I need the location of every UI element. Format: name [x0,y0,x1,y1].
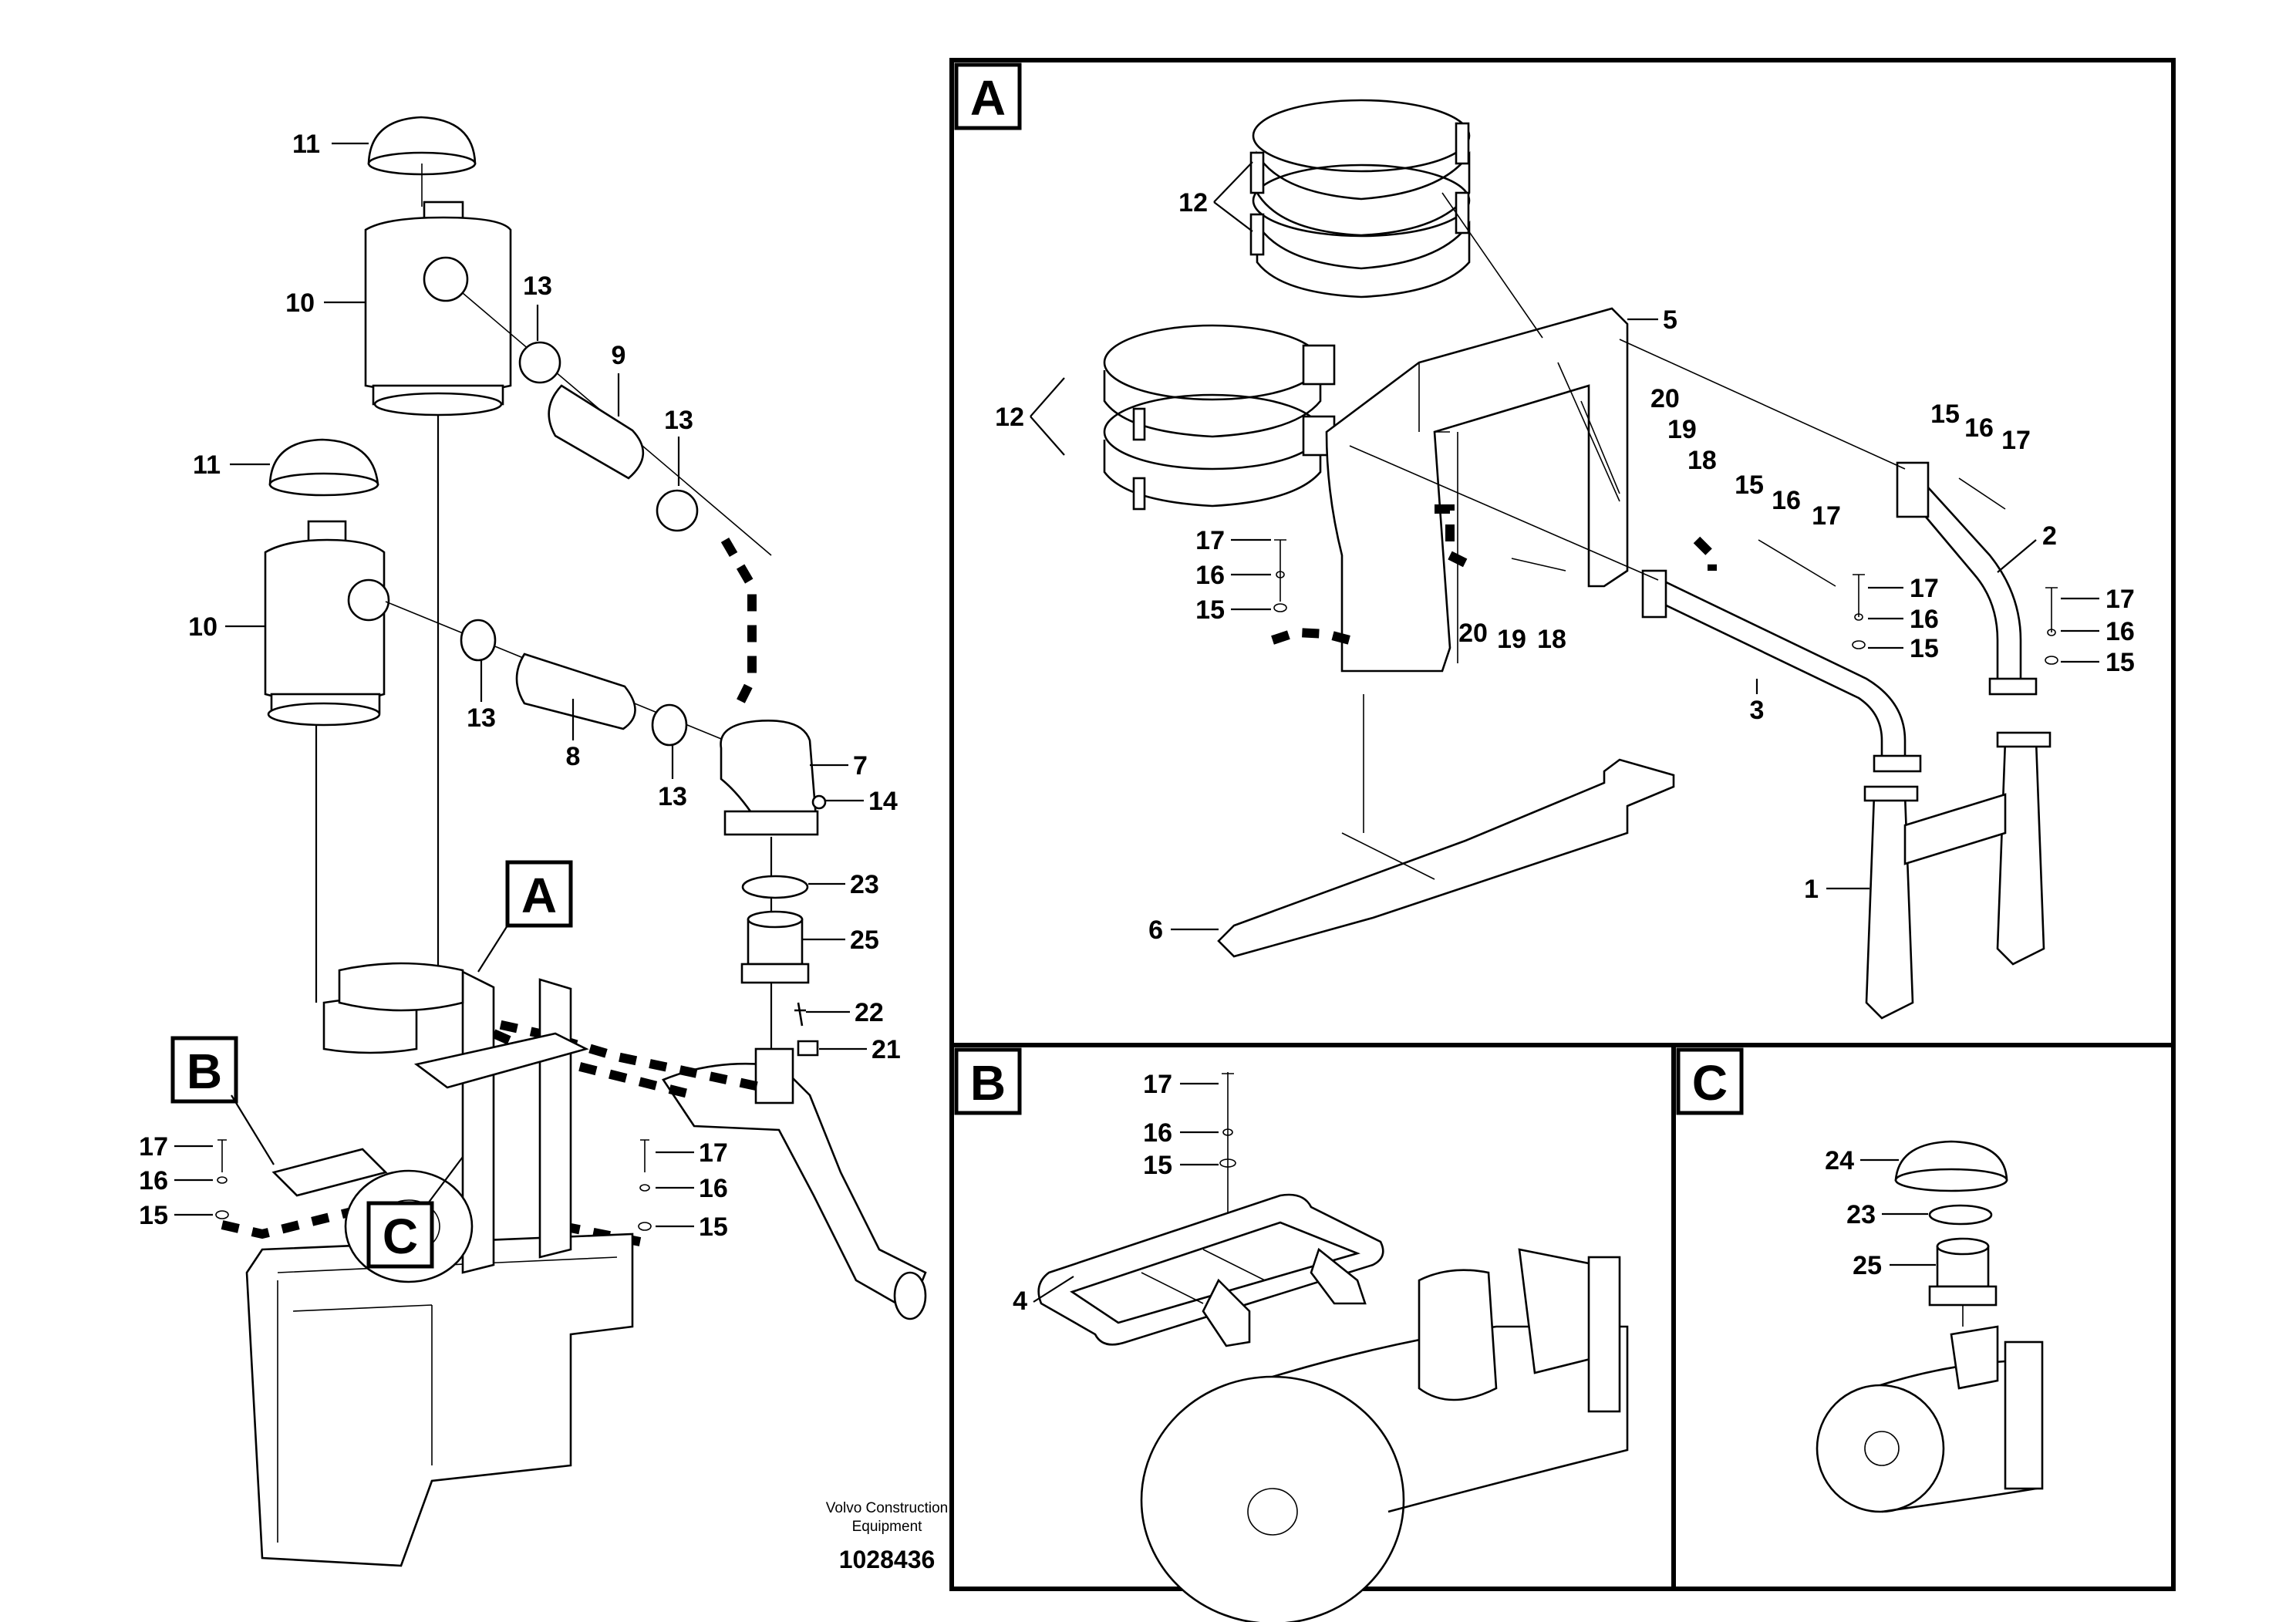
callout-25: 25 [1853,1251,1882,1280]
svg-text:B: B [187,1044,222,1099]
callout-14: 14 [868,787,898,816]
callout-16: 16 [2106,617,2135,646]
base-plate-6 [1217,758,1675,958]
callout-15: 15 [1910,634,1939,663]
air-filter-lower [264,538,386,704]
panel-b-callouts: 17 16 15 4 [1013,1070,1219,1316]
air-filter-upper [364,216,512,395]
callout-17: 17 [1910,574,1939,603]
callout-15: 15 [1195,595,1225,625]
callout-15: 15 [139,1201,168,1230]
callout-24: 24 [1825,1146,1854,1175]
air-cleaner-b [1140,1375,1405,1622]
svg-text:A: A [521,868,557,923]
pipe-3 [1657,576,1907,765]
callout-15: 15 [2106,648,2135,677]
callout-3: 3 [1750,696,1765,725]
elbow-7 [720,720,818,827]
callout-6: 6 [1148,916,1163,945]
callout-12: 12 [995,403,1024,432]
callout-16: 16 [1195,561,1225,590]
callout-1: 1 [1804,875,1819,904]
svg-text:B: B [970,1055,1006,1111]
overview-drawing [221,116,927,1567]
callout-13: 13 [467,703,496,733]
callout-15: 15 [1735,470,1764,500]
callout-17: 17 [2001,426,2031,455]
callout-10: 10 [188,612,217,642]
callout-18: 18 [1537,625,1566,654]
callout-16: 16 [699,1174,728,1203]
callout-16: 16 [1910,605,1939,634]
callout-10: 10 [285,288,315,318]
pre-cleaner-cap-lower [268,438,379,486]
callout-16: 16 [1964,413,1994,443]
callout-19: 19 [1667,415,1697,444]
callout-7: 7 [853,751,868,781]
svg-text:C: C [383,1209,418,1264]
callout-11: 11 [193,450,221,480]
callout-15: 15 [1930,400,1960,429]
panel-b-drawing [1037,1072,1629,1622]
support-bracket-overview [461,969,495,1274]
view-label-c-panel: C [1676,1047,1744,1115]
callout-23: 23 [850,870,879,899]
callout-17: 17 [2106,585,2135,614]
callout-15: 15 [1143,1151,1172,1180]
machine-frame [245,1233,634,1567]
callout-5: 5 [1663,305,1677,335]
bracket-5 [1325,307,1629,673]
callout-23: 23 [1846,1200,1876,1229]
overview-callouts: 11 10 13 9 13 11 10 13 8 13 7 14 23 25 2… [139,130,901,1242]
drawing-number: 1028436 [839,1546,936,1573]
callout-16: 16 [139,1166,168,1195]
callout-18: 18 [1687,446,1717,475]
callout-17: 17 [1812,501,1841,531]
panel-c-callouts: 24 23 25 [1825,1146,1936,1280]
view-indicator-c: C [366,1156,464,1269]
callout-19: 19 [1497,625,1526,654]
ring-23 [1928,1204,1993,1226]
callout-9: 9 [612,341,626,370]
view-indicator-b: B [170,1036,275,1165]
view-label-b-panel: B [954,1047,1022,1115]
rail-overview [271,1148,388,1197]
view-label-a-panel: A [954,62,1022,130]
callout-22: 22 [855,998,884,1027]
callout-16: 16 [1143,1118,1172,1148]
callout-13: 13 [523,271,552,301]
callout-8: 8 [566,742,581,771]
panel-a-callouts: 12 12 5 20 19 18 15 16 17 15 16 17 17 16… [995,161,2135,945]
panel-c-drawing [1816,1140,2044,1513]
callout-12: 12 [1178,188,1208,218]
pre-cleaner-cap-upper [367,116,477,165]
air-cleaner-c [1816,1384,1945,1513]
callout-13: 13 [664,406,693,435]
view-indicator-a: A [477,860,573,973]
callout-17: 17 [699,1138,728,1168]
callout-17: 17 [139,1132,168,1162]
callout-20: 20 [1458,619,1488,648]
callout-17: 17 [1195,526,1225,555]
company-line-1: Volvo Construction [826,1500,948,1516]
panel-a-drawing [1103,99,2058,1020]
hose-9 [548,384,645,480]
callout-15: 15 [699,1212,728,1242]
svg-text:C: C [1692,1055,1728,1111]
callout-2: 2 [2042,521,2057,551]
company-line-2: Equipment [852,1519,923,1535]
footer: Volvo Construction Equipment 1028436 [826,1500,948,1573]
callout-17: 17 [1143,1070,1172,1099]
callout-4: 4 [1013,1286,1027,1316]
hose-8 [515,653,636,730]
callout-11: 11 [292,130,320,159]
panel-frames [949,58,2176,1591]
callout-13: 13 [658,782,687,811]
callout-16: 16 [1772,486,1801,515]
callout-25: 25 [850,926,879,955]
callout-21: 21 [872,1035,901,1064]
callout-20: 20 [1650,384,1680,413]
svg-text:A: A [970,70,1006,126]
